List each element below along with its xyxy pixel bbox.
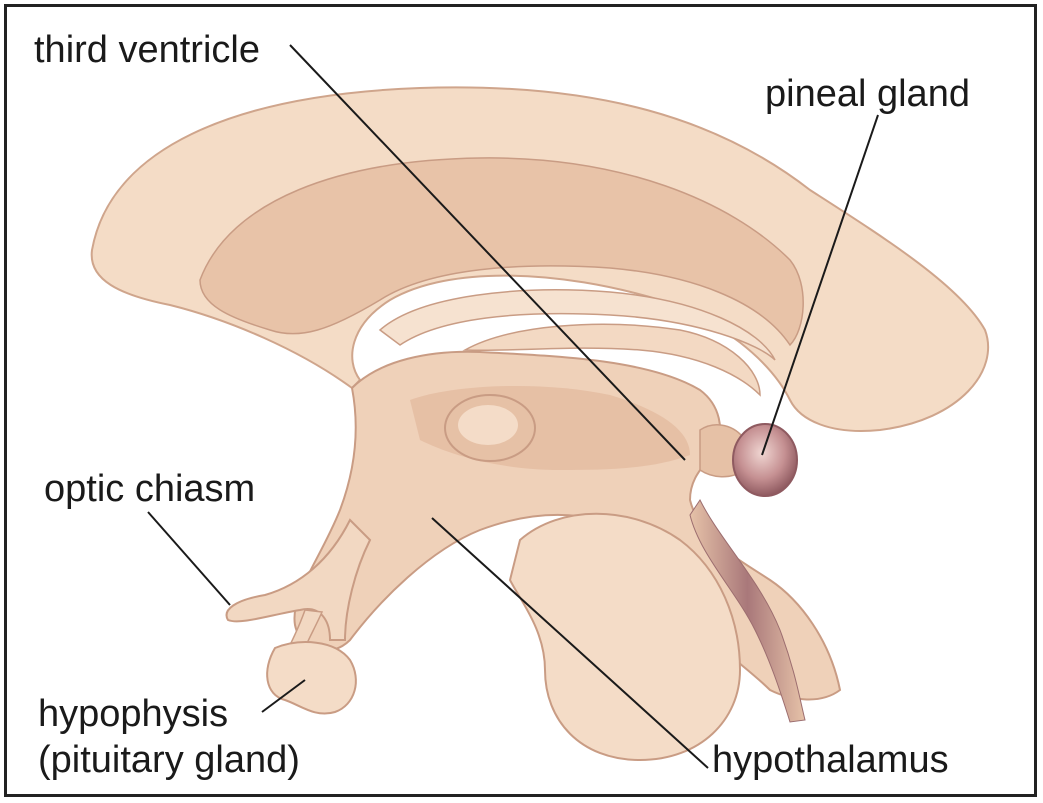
label-optic-chiasm: optic chiasm <box>44 467 255 511</box>
label-third-ventricle: third ventricle <box>34 28 260 72</box>
label-hypothalamus: hypothalamus <box>712 738 949 782</box>
label-pineal-gland: pineal gland <box>765 72 970 116</box>
pituitary-gland-shape <box>267 642 356 713</box>
label-pituitary-gland: (pituitary gland) <box>38 738 300 782</box>
pineal-gland-shape <box>733 424 797 496</box>
leader-optic-chiasm <box>148 512 230 605</box>
label-hypophysis: hypophysis <box>38 692 228 736</box>
